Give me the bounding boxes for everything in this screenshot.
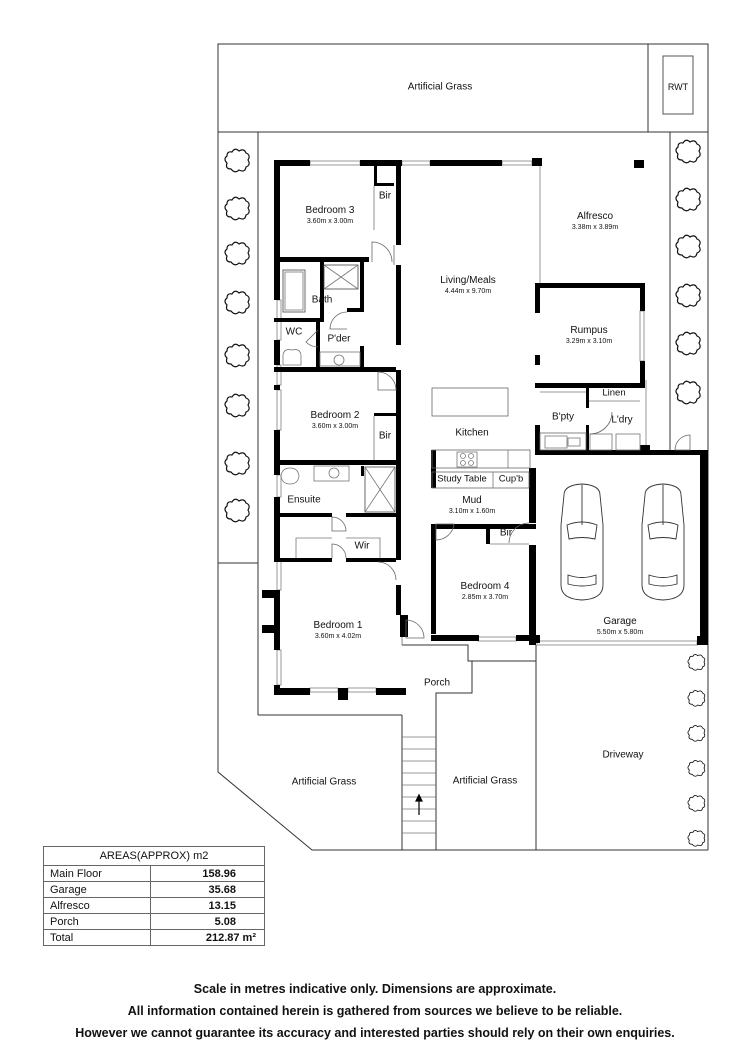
room-ensuite: Ensuite (287, 494, 321, 506)
front-left-grass-label: Artificial Grass (291, 776, 357, 788)
room-kitchen: Kitchen (455, 427, 489, 439)
fixtures (280, 186, 641, 558)
room-living-meals: Living/Meals 4.44m x 9.70m (440, 274, 496, 296)
room-garage: Garage 5.50m x 5.80m (596, 615, 644, 637)
room-linen: Linen (602, 387, 626, 399)
room-laundry: L'dry (611, 414, 633, 426)
study-table: Study Table (437, 473, 487, 485)
room-bir-3: Bir (378, 190, 392, 202)
room-porch: Porch (423, 677, 451, 689)
room-bir-2: Bir (378, 430, 392, 442)
room-alfresco: Alfresco 3.38m x 3.89m (571, 210, 619, 232)
room-mud: Mud 3.10m x 1.60m (448, 494, 496, 516)
cupboard: Cup'b (498, 473, 524, 485)
room-powder: P'der (327, 333, 351, 345)
door-swings (305, 241, 691, 645)
walls (262, 158, 708, 700)
site-boundary (217, 43, 709, 851)
rear-grass-label: Artificial Grass (407, 81, 473, 93)
room-bedroom-1: Bedroom 1 3.60m x 4.02m (313, 619, 363, 641)
rwt-label: RWT (667, 81, 689, 92)
driveway-label: Driveway (602, 749, 644, 761)
room-bedroom-2: Bedroom 2 3.60m x 3.00m (310, 409, 360, 431)
room-wc: WC (285, 326, 303, 338)
stairs (402, 736, 436, 834)
room-wir: Wir (354, 540, 370, 552)
front-mid-grass-label: Artificial Grass (452, 775, 518, 787)
areas-table-header: AREAS(APPROX) m2 (43, 846, 265, 866)
room-bedroom-3: Bedroom 3 3.60m x 3.00m (305, 204, 355, 226)
room-bir-4: Bir (499, 527, 513, 539)
stair-arrow-icon (415, 793, 423, 815)
car-icons (560, 483, 685, 601)
room-butlers-pantry: B'pty (552, 411, 574, 423)
room-bedroom-4: Bedroom 4 2.85m x 3.70m (460, 580, 510, 602)
room-bath: Bath (311, 294, 333, 306)
disclaimer: Scale in metres indicative only. Dimensi… (75, 982, 675, 1040)
room-rumpus: Rumpus 3.29m x 3.10m (565, 324, 613, 346)
